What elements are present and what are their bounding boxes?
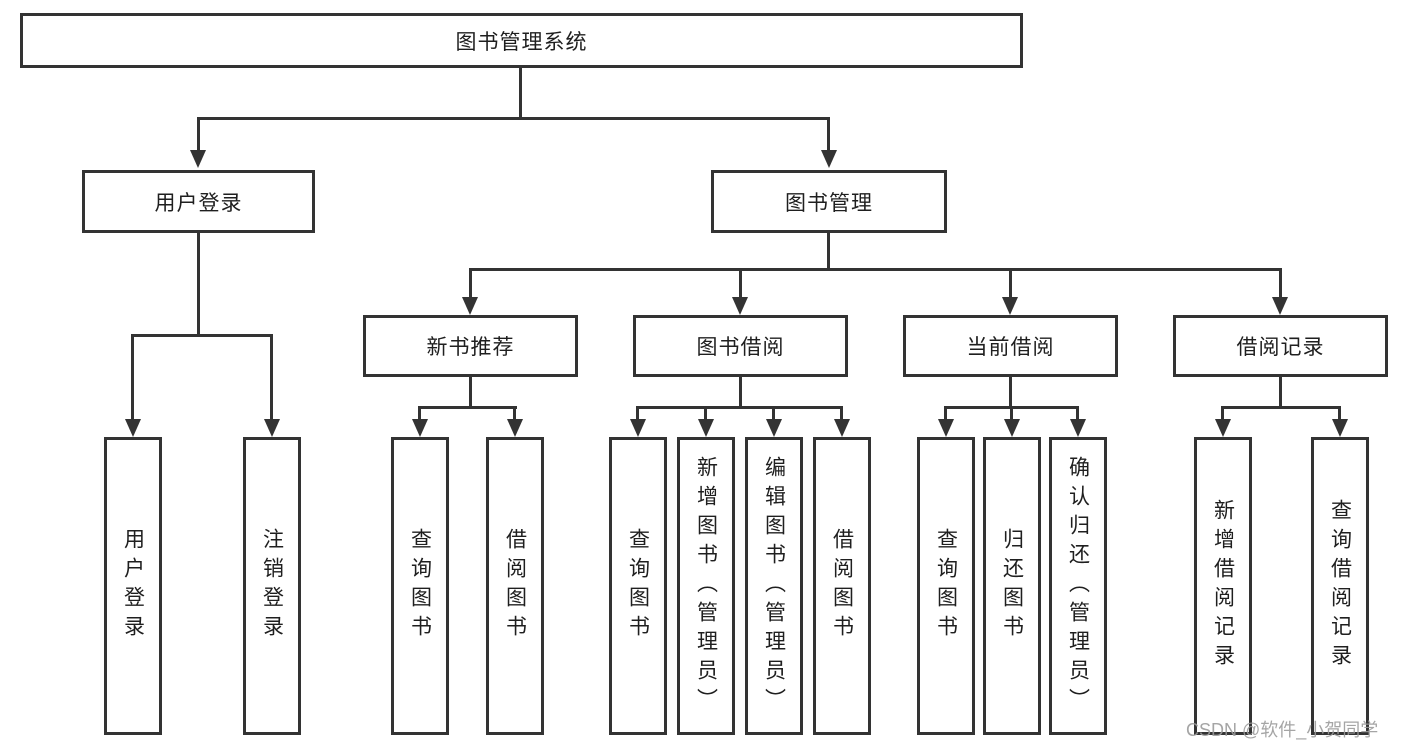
- connector-drop-current: [1009, 268, 1012, 299]
- connector-drop-leaf: [840, 406, 843, 421]
- connector-records-stem: [1279, 377, 1282, 409]
- csdn-watermark: CSDN @软件_小贺同学: [1186, 720, 1379, 740]
- leaf-add-borrow-record-label: 新增借阅记录: [1211, 499, 1235, 673]
- connector-drop-leaf: [944, 406, 947, 421]
- leaf-logout: 注销登录: [243, 437, 301, 735]
- arrowhead-down-icon: [698, 419, 714, 437]
- leaf-query-books-recommend-label: 查询图书: [408, 528, 432, 644]
- node-current-borrow: 当前借阅: [903, 315, 1118, 377]
- arrowhead-down-icon: [1215, 419, 1231, 437]
- node-current-borrow-label: 当前借阅: [966, 336, 1055, 359]
- connector-drop-recommend: [469, 268, 472, 299]
- connector-drop-leaf: [270, 334, 273, 420]
- leaf-query-books-current: 查询图书: [917, 437, 975, 735]
- leaf-borrow-books-borrow: 借阅图书: [813, 437, 871, 735]
- node-book-borrow: 图书借阅: [633, 315, 848, 377]
- leaf-query-books-borrow-label: 查询图书: [626, 528, 650, 644]
- connector-drop-leaf: [1338, 406, 1341, 421]
- connector-login-branch: [131, 334, 273, 337]
- connector-drop-leaf: [418, 406, 421, 421]
- connector-recommend-stem: [469, 377, 472, 409]
- arrowhead-down-icon: [834, 419, 850, 437]
- node-book-manage-label: 图书管理: [785, 191, 873, 215]
- connector-drop-leaf: [636, 406, 639, 421]
- connector-drop-records: [1279, 268, 1282, 299]
- arrowhead-down-icon: [938, 419, 954, 437]
- connector-borrow-branch: [636, 406, 842, 409]
- connector-recommend-branch: [418, 406, 517, 409]
- arrowhead-down-icon: [630, 419, 646, 437]
- connector-borrow-stem: [739, 377, 742, 409]
- arrowhead-down-icon: [1004, 419, 1020, 437]
- arrowhead-down-icon: [190, 150, 206, 168]
- leaf-query-books-current-label: 查询图书: [934, 528, 958, 644]
- leaf-add-borrow-record: 新增借阅记录: [1194, 437, 1252, 735]
- node-book-borrow-label: 图书借阅: [696, 336, 785, 359]
- node-library-system: 图书管理系统: [20, 13, 1023, 68]
- leaf-return-book-label: 归还图书: [1000, 528, 1024, 644]
- node-book-manage: 图书管理: [711, 170, 947, 233]
- leaf-query-books-borrow: 查询图书: [609, 437, 667, 735]
- leaf-edit-book-admin: 编辑图书（管理员）: [745, 437, 803, 735]
- connector-root-stem: [519, 68, 522, 118]
- node-new-book-recommend: 新书推荐: [363, 315, 578, 377]
- leaf-confirm-return-admin: 确认归还（管理员）: [1049, 437, 1107, 735]
- arrowhead-down-icon: [1070, 419, 1086, 437]
- arrowhead-down-icon: [125, 419, 141, 437]
- arrowhead-down-icon: [766, 419, 782, 437]
- leaf-edit-book-admin-label: 编辑图书（管理员）: [762, 455, 786, 717]
- node-user-login-label: 用户登录: [154, 191, 243, 215]
- node-borrow-records: 借阅记录: [1173, 315, 1388, 377]
- connector-drop-leaf: [1221, 406, 1224, 421]
- leaf-confirm-return-admin-label: 确认归还（管理员）: [1066, 455, 1090, 717]
- leaf-query-borrow-record: 查询借阅记录: [1311, 437, 1369, 735]
- leaf-add-book-admin: 新增图书（管理员）: [677, 437, 735, 735]
- connector-drop-leaf: [772, 406, 775, 421]
- connector-current-stem: [1009, 377, 1012, 409]
- connector-manage-stem: [827, 232, 830, 271]
- connector-drop-leaf: [1076, 406, 1079, 421]
- arrowhead-down-icon: [264, 419, 280, 437]
- connector-drop-leaf: [131, 334, 134, 420]
- node-new-book-recommend-label: 新书推荐: [426, 336, 515, 359]
- arrowhead-down-icon: [412, 419, 428, 437]
- arrowhead-down-icon: [1002, 297, 1018, 315]
- arrowhead-down-icon: [1332, 419, 1348, 437]
- leaf-borrow-books-borrow-label: 借阅图书: [830, 528, 854, 644]
- arrowhead-down-icon: [507, 419, 523, 437]
- node-user-login: 用户登录: [82, 170, 315, 233]
- node-library-system-label: 图书管理系统: [455, 30, 588, 54]
- leaf-return-book: 归还图书: [983, 437, 1041, 735]
- connector-drop-leaf: [1010, 406, 1013, 421]
- connector-root-branch: [197, 117, 830, 120]
- connector-login-stem: [197, 232, 200, 335]
- connector-drop-login: [197, 117, 200, 151]
- connector-drop-manage: [827, 117, 830, 151]
- arrowhead-down-icon: [1272, 297, 1288, 315]
- node-borrow-records-label: 借阅记录: [1236, 336, 1325, 359]
- connector-drop-leaf: [513, 406, 516, 421]
- leaf-query-books-recommend: 查询图书: [391, 437, 449, 735]
- leaf-borrow-books-recommend: 借阅图书: [486, 437, 544, 735]
- connector-records-branch: [1221, 406, 1340, 409]
- connector-drop-borrow: [739, 268, 742, 299]
- leaf-user-login-label: 用户登录: [121, 528, 145, 644]
- leaf-query-borrow-record-label: 查询借阅记录: [1328, 499, 1352, 673]
- leaf-user-login: 用户登录: [104, 437, 162, 735]
- arrowhead-down-icon: [462, 297, 478, 315]
- connector-drop-leaf: [704, 406, 707, 421]
- connector-manage-branch: [469, 268, 1281, 271]
- leaf-borrow-books-recommend-label: 借阅图书: [503, 528, 527, 644]
- arrowhead-down-icon: [821, 150, 837, 168]
- arrowhead-down-icon: [732, 297, 748, 315]
- leaf-add-book-admin-label: 新增图书（管理员）: [694, 455, 718, 717]
- leaf-logout-label: 注销登录: [260, 528, 284, 644]
